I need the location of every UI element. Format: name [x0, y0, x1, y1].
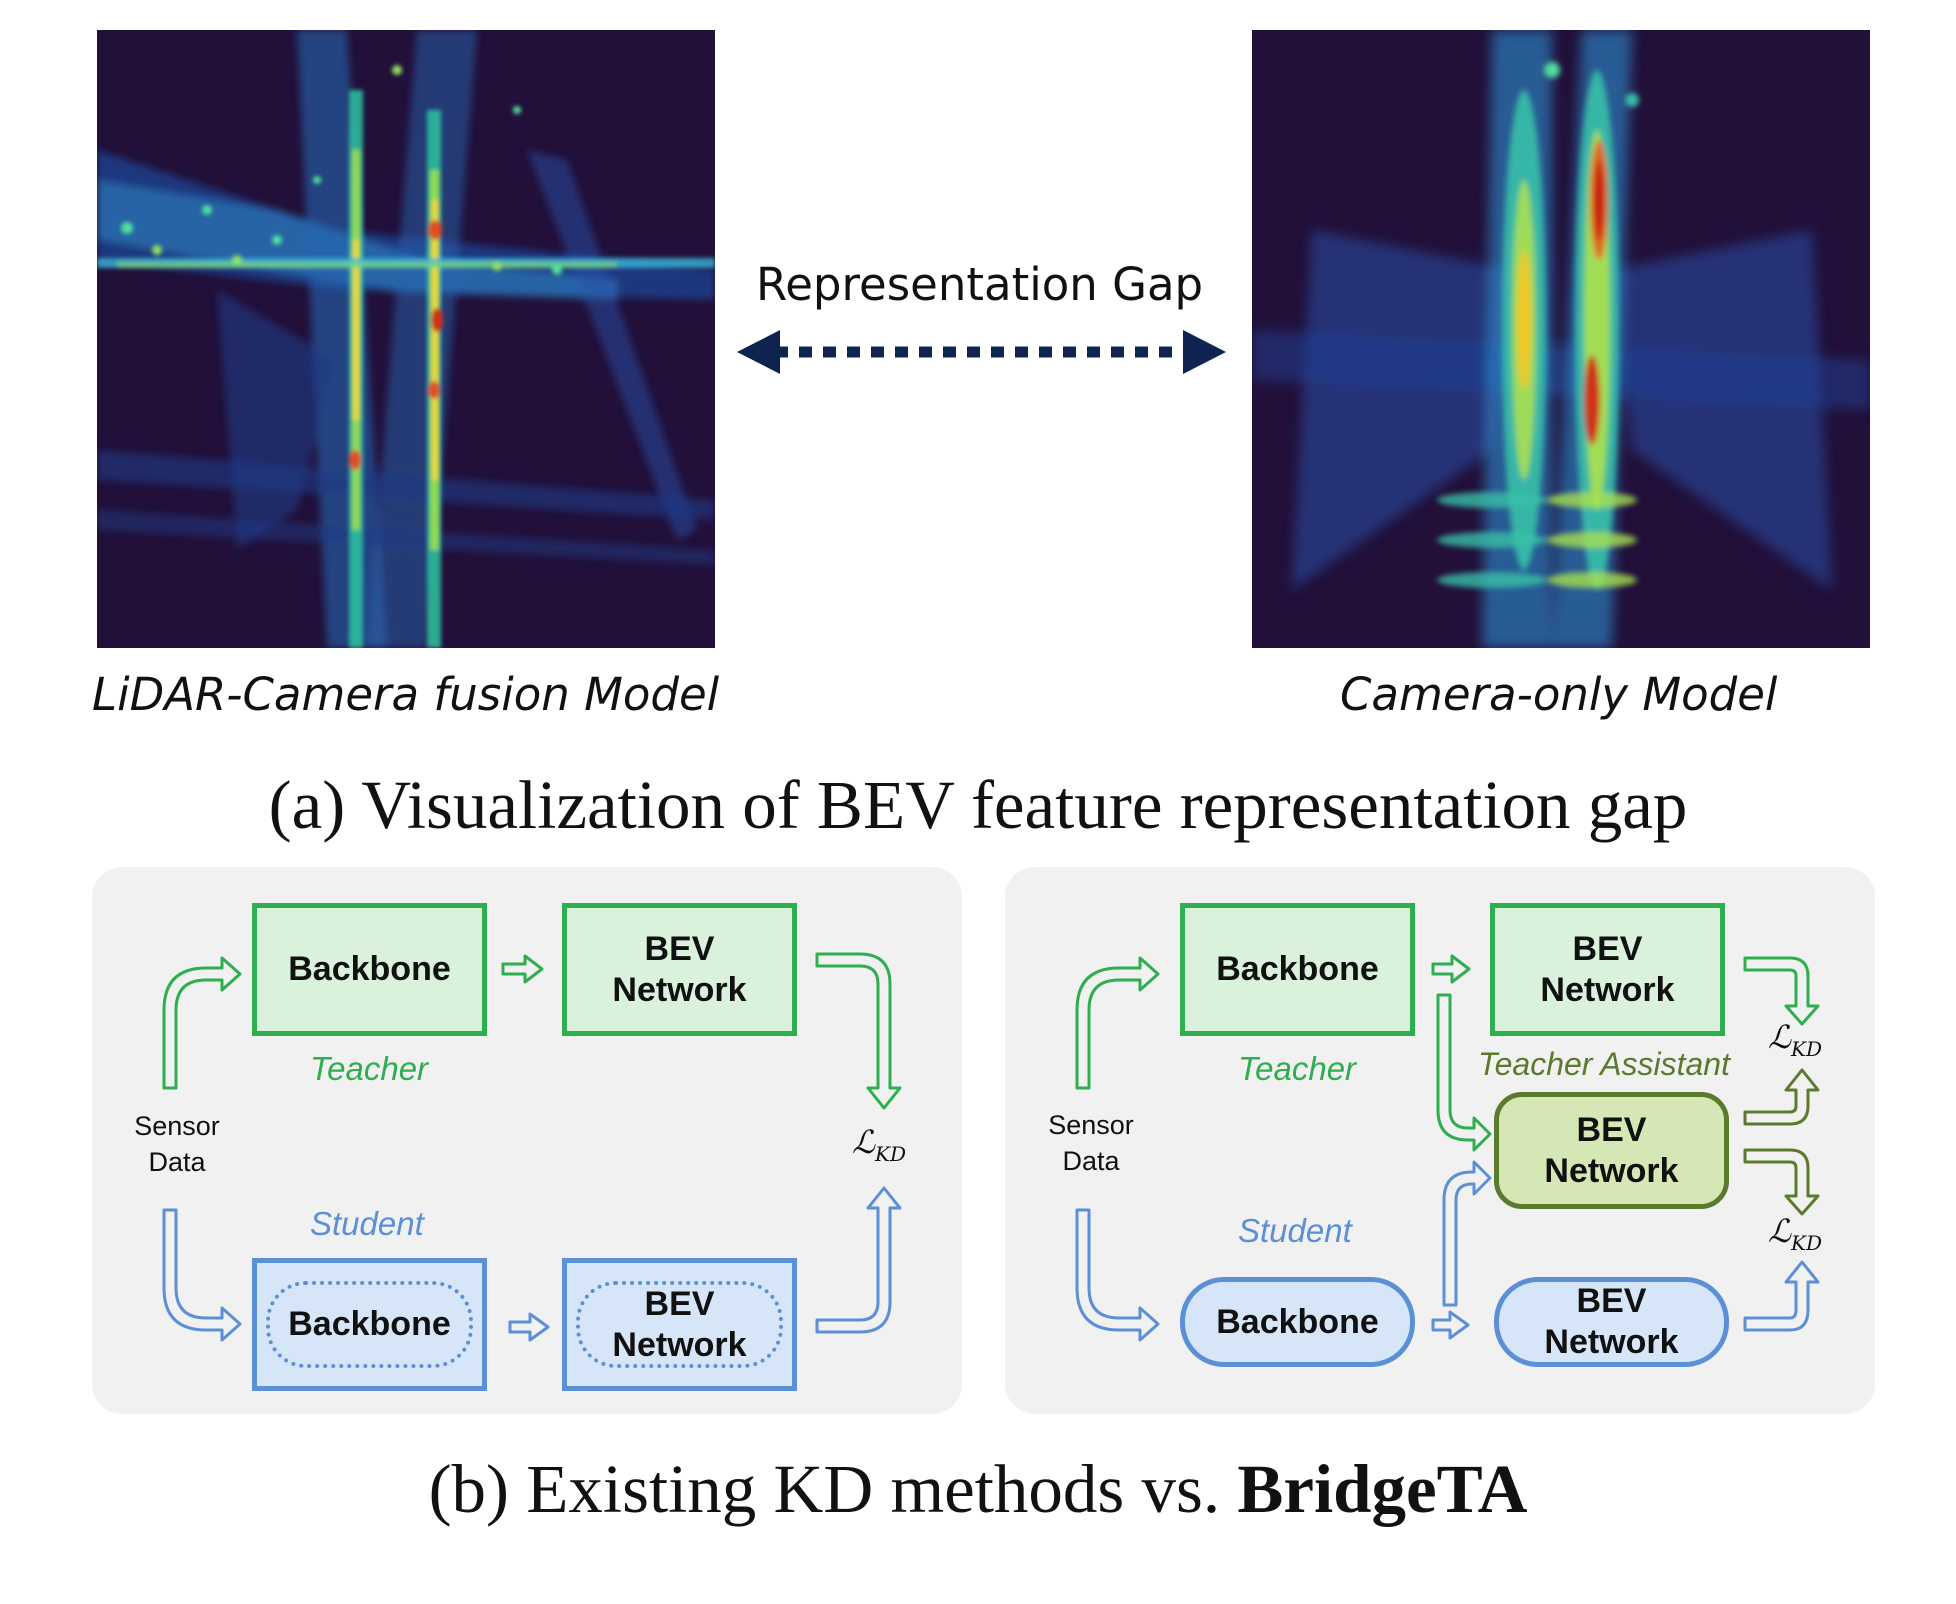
- bridgeta-kd-loss-lower: ℒKD: [1768, 1212, 1823, 1255]
- bridgeta-teacher-bev-network: BEV Network: [1490, 903, 1725, 1036]
- existing-teacher-backbone: Backbone: [252, 903, 487, 1036]
- bridgeta-ta-label: Teacher Assistant: [1478, 1046, 1730, 1082]
- representation-gap-label: Representation Gap: [756, 258, 1204, 311]
- caption-b: (b) Existing KD methods vs. BridgeTA: [428, 1451, 1528, 1527]
- existing-student-bev-network: BEV Network: [562, 1258, 797, 1391]
- bridgeta-student-label: Student: [1238, 1212, 1352, 1249]
- existing-teacher-bev-network: BEV Network: [562, 903, 797, 1036]
- existing-teacher-arrows: [162, 952, 902, 1110]
- bridgeta-ta-arrows: [1743, 1068, 1820, 1216]
- existing-kd-loss: ℒKD: [852, 1123, 907, 1166]
- bridgeta-kd-loss-upper: ℒKD: [1768, 1018, 1823, 1061]
- existing-student-backbone: Backbone: [252, 1258, 487, 1391]
- bridgeta-panel: [1005, 867, 1875, 1414]
- caption-a: (a) Visualization of BEV feature represe…: [268, 767, 1688, 843]
- existing-student-backbone-dotted: [266, 1281, 473, 1368]
- existing-sensor-data: Sensor Data: [134, 1111, 220, 1177]
- bridgeta-teacher-label: Teacher: [1238, 1050, 1357, 1087]
- bridgeta-ta-bev-network: BEV Network: [1494, 1092, 1729, 1209]
- bridgeta-student-bev-network: BEV Network: [1494, 1277, 1729, 1367]
- camera-only-heatmap: [1252, 30, 1870, 648]
- bridgeta-student-backbone: Backbone: [1180, 1277, 1415, 1367]
- existing-student-bev-dotted: [576, 1281, 783, 1368]
- existing-student-label: Student: [310, 1205, 424, 1242]
- bridgeta-sensor-data: Sensor Data: [1048, 1110, 1134, 1176]
- camera-only-model-label: Camera-only Model: [1340, 668, 1778, 721]
- bridgeta-student-arrows: [1075, 1160, 1820, 1342]
- existing-student-arrows: [162, 1186, 902, 1342]
- lidar-camera-model-label: LiDAR-Camera fusion Model: [92, 668, 720, 721]
- bridgeta-teacher-backbone: Backbone: [1180, 903, 1415, 1036]
- existing-teacher-label: Teacher: [310, 1050, 429, 1087]
- bridgeta-teacher-arrows: [1075, 954, 1820, 1152]
- lidar-camera-heatmap: [97, 30, 715, 648]
